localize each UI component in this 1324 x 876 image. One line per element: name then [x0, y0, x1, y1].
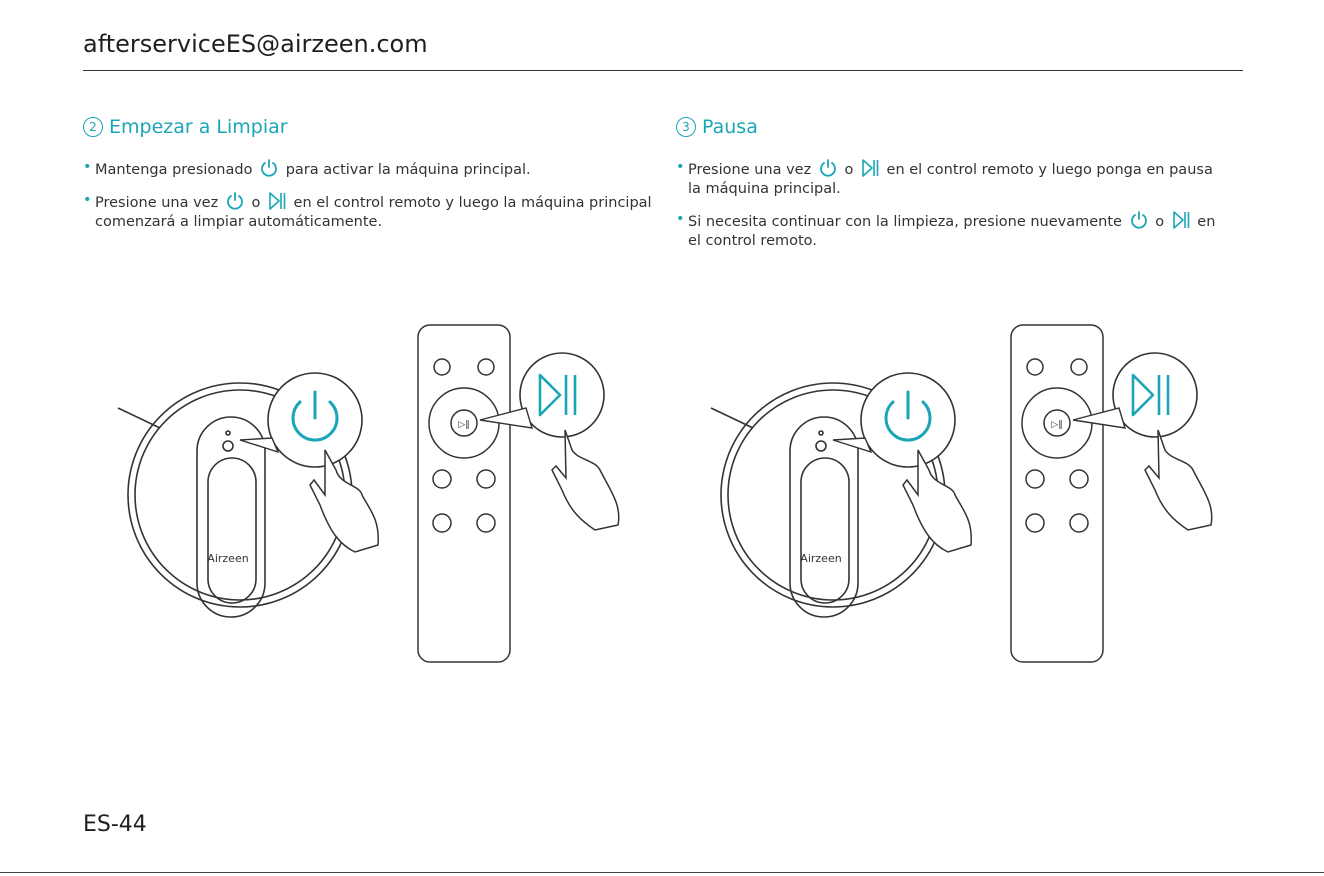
section-title-pause: 3 Pausa	[676, 116, 758, 138]
play-pause-icon	[1172, 211, 1189, 229]
bullet-text: o	[844, 162, 854, 178]
robot-brand-logo: Airzeen	[207, 552, 248, 565]
svg-text:▷‖: ▷‖	[458, 420, 469, 430]
power-icon	[819, 159, 836, 177]
section-title-start-cleaning: 2 Empezar a Limpiar	[83, 116, 288, 138]
bullet-text: para activar la máquina principal.	[285, 162, 531, 178]
bullet-text: en el control remoto y luego la máquina …	[95, 195, 652, 230]
page-number: ES-44	[83, 812, 147, 837]
remote-control-illustration: ▷‖	[1010, 324, 1104, 663]
power-callout	[239, 372, 363, 468]
bullet-text: en el control remoto y luego ponga en pa…	[688, 162, 1213, 197]
bullet-text: en el control remoto.	[688, 214, 1216, 249]
play-pause-icon	[862, 159, 879, 177]
section-title-text: Pausa	[702, 116, 758, 138]
play-pause-icon	[269, 192, 286, 210]
side-brush-whisker	[710, 407, 754, 429]
illustration-start-cleaning: Airzeen ▷‖	[117, 324, 620, 663]
bullet-hold-power: Mantenga presionado para activar la máqu…	[83, 158, 653, 180]
play-pause-callout	[1072, 352, 1198, 438]
bullet-text: Presione una vez	[688, 162, 812, 178]
section-bullets-pause: Presione una vez o en el control remoto …	[676, 158, 1226, 262]
section-number: 3	[676, 117, 696, 137]
hand-pointer	[902, 449, 972, 553]
bullet-pause: Presione una vez o en el control remoto …	[676, 158, 1226, 199]
hand-pointer	[309, 449, 379, 553]
play-pause-callout	[479, 352, 605, 438]
footer-divider	[0, 872, 1324, 873]
power-icon	[261, 159, 277, 177]
bullet-text: Presione una vez	[95, 195, 219, 211]
remote-control-illustration: ▷‖	[417, 324, 511, 663]
power-icon	[226, 192, 243, 210]
power-callout	[832, 372, 956, 468]
section-number: 2	[83, 117, 103, 137]
play-pause-icon	[1131, 373, 1155, 417]
bullet-text: o	[1155, 214, 1165, 230]
side-brush-whisker	[117, 407, 161, 429]
hand-pointer	[551, 429, 620, 531]
bullet-resume: Si necesita continuar con la limpieza, p…	[676, 210, 1226, 251]
header-divider	[83, 70, 1243, 71]
header-email: afterserviceES@airzeen.com	[83, 30, 428, 58]
section-title-text: Empezar a Limpiar	[109, 116, 288, 138]
bullet-text: Si necesita continuar con la limpieza, p…	[688, 214, 1122, 230]
play-pause-icon	[538, 373, 562, 417]
section-bullets-start: Mantenga presionado para activar la máqu…	[83, 158, 653, 243]
power-icon	[884, 400, 932, 442]
illustration-pause: Airzeen ▷‖	[710, 324, 1213, 663]
bullet-text: Mantenga presionado	[95, 162, 253, 178]
power-icon	[1130, 211, 1147, 229]
bullet-text: o	[251, 195, 261, 211]
hand-pointer	[1144, 429, 1213, 531]
robot-brand-logo: Airzeen	[800, 552, 841, 565]
power-icon	[291, 400, 339, 442]
svg-text:▷‖: ▷‖	[1051, 420, 1062, 430]
bullet-press-once: Presione una vez o en el control remoto …	[83, 191, 653, 232]
